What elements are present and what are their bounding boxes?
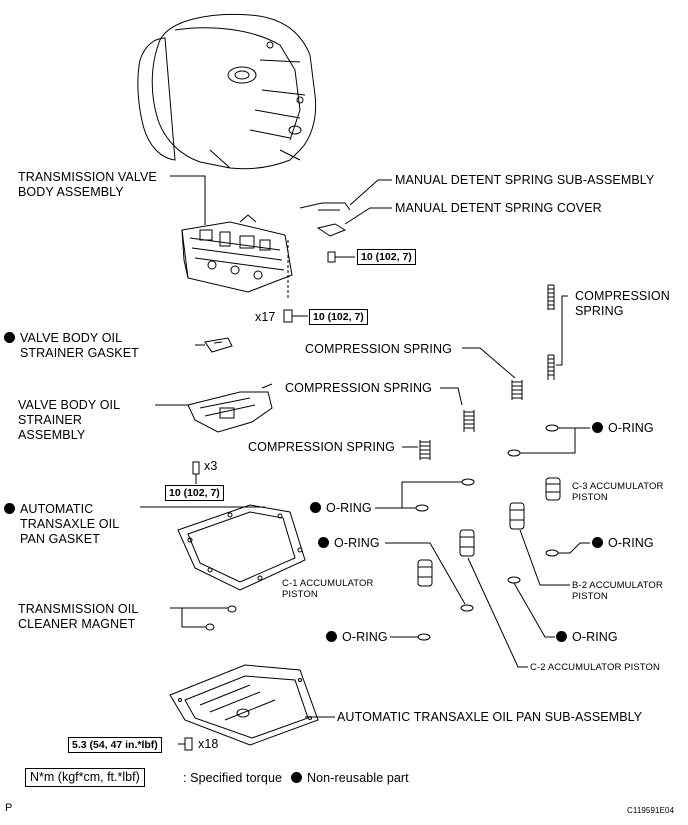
nonreusable-dot-icon (326, 631, 337, 642)
torque-detent-bolt: 10 (102, 7) (357, 249, 416, 265)
detent-spring-drawing (299, 202, 351, 211)
c3-piston-drawing (545, 477, 561, 501)
label-valve-body: TRANSMISSION VALVE BODY ASSEMBLY (18, 170, 157, 199)
oring-right-mid-drawing (545, 549, 559, 557)
leader-oring-mid-1 (375, 481, 462, 509)
nonreusable-dot-icon (4, 332, 15, 343)
leader-cleaner-magnet (170, 607, 228, 628)
nonreusable-dot-icon (310, 502, 321, 513)
leader-oring-right-low (513, 582, 555, 638)
label-compression-spring-2: COMPRESSION SPRING (285, 381, 432, 395)
legend-nonreusable-text: Non-reusable part (307, 771, 409, 785)
nonreusable-marker-oring-mid-2: O-RING (318, 536, 380, 551)
leader-c2-piston (467, 557, 528, 668)
label-strainer-assembly: VALVE BODY OIL STRAINER ASSEMBLY (18, 398, 121, 442)
footer-left-code: P (5, 802, 13, 814)
label-oring-mid-1: O-RING (326, 501, 372, 515)
oring-mid-1-drawing (415, 478, 475, 512)
leader-compression-spring-right (556, 295, 568, 366)
compression-spring-1-drawing (511, 380, 523, 400)
leader-oring-right-top (520, 427, 590, 454)
legend-torque-text: : Specified torque (183, 771, 283, 785)
torque-strainer-bolt: 10 (102, 7) (165, 485, 224, 501)
nonreusable-marker-strainer-gasket: VALVE BODY OIL STRAINER GASKET (4, 331, 139, 361)
nonreusable-dot-icon (592, 422, 603, 433)
nonreusable-marker-oring-mid-1: O-RING (310, 501, 372, 516)
label-strainer-gasket-text: VALVE BODY OIL STRAINER GASKET (20, 331, 139, 360)
leader-detent-cover (344, 207, 392, 225)
nonreusable-marker-oring-right-low: O-RING (556, 630, 618, 645)
detent-bolt-drawing (327, 251, 355, 263)
label-pan-gasket-text: AUTOMATIC TRANSAXLE OIL PAN GASKET (20, 502, 120, 546)
label-oring-low: O-RING (342, 630, 388, 644)
leader-oring-mid-2 (385, 542, 466, 605)
compression-spring-2-drawing (463, 410, 475, 432)
nonreusable-dot-icon (4, 503, 15, 514)
nonreusable-marker-oring-low: O-RING (326, 630, 388, 645)
leader-compression-spring-2 (440, 387, 463, 406)
oil-pan-drawing (169, 664, 319, 746)
leader-oring-right-mid (558, 542, 590, 554)
label-cleaner-magnet: TRANSMISSION OIL CLEANER MAGNET (18, 602, 139, 631)
label-b2-piston: B-2 ACCUMULATOR PISTON (572, 580, 663, 602)
transmission-case-drawing (137, 13, 317, 170)
label-detent-spring: MANUAL DETENT SPRING SUB-ASSEMBLY (395, 173, 655, 187)
qty-valve-body-bolts: x17 (255, 310, 276, 324)
label-oring-mid-2: O-RING (334, 536, 380, 550)
label-oring-right-mid: O-RING (608, 536, 654, 550)
cleaner-magnet-drawing (205, 605, 237, 631)
c1-piston-drawing (417, 559, 433, 587)
detent-cover-drawing (316, 223, 347, 237)
qty-strainer-bolts: x3 (204, 459, 218, 473)
nonreusable-dot-icon (592, 537, 603, 548)
label-c3-piston: C-3 ACCUMULATOR PISTON (572, 481, 664, 503)
legend-nonreusable: Non-reusable part (291, 771, 409, 786)
valve-body-drawing (181, 214, 293, 300)
strainer-assembly-drawing (187, 383, 273, 433)
oring-right-top-drawing (507, 424, 559, 457)
torque-pan-bolt: 5.3 (54, 47 in.*lbf) (68, 737, 162, 753)
leader-compression-spring-1 (462, 347, 516, 379)
oring-mid-2-drawing (460, 604, 474, 612)
c2-piston-drawing (459, 529, 475, 557)
label-oring-right-low: O-RING (572, 630, 618, 644)
oring-right-low-drawing (507, 576, 521, 584)
footer-right-code: C119591E04 (627, 806, 675, 815)
nonreusable-marker-oring-right-top: O-RING (592, 421, 654, 436)
legend-torque-unit: N*m (kgf*cm, ft.*lbf) (25, 768, 145, 787)
qty-pan-bolts: x18 (198, 737, 219, 751)
compression-spring-3-drawing (419, 440, 431, 460)
nonreusable-marker-pan-gasket: AUTOMATIC TRANSAXLE OIL PAN GASKET (4, 502, 119, 547)
nonreusable-dot-icon (291, 772, 302, 783)
label-compression-spring-3: COMPRESSION SPRING (248, 440, 395, 454)
label-c1-piston: C-1 ACCUMULATOR PISTON (282, 578, 374, 600)
label-detent-cover: MANUAL DETENT SPRING COVER (395, 201, 602, 215)
label-c2-piston: C-2 ACCUMULATOR PISTON (530, 662, 660, 673)
strainer-gasket-drawing (204, 337, 233, 353)
torque-valve-body-bolt: 10 (102, 7) (309, 309, 368, 325)
leader-b2-piston (519, 529, 570, 586)
nonreusable-dot-icon (318, 537, 329, 548)
leader-detent-spring (349, 179, 392, 206)
valve-body-bolt-drawing (283, 309, 308, 323)
label-oring-right-top: O-RING (608, 421, 654, 435)
nonreusable-dot-icon (556, 631, 567, 642)
label-compression-spring-1: COMPRESSION SPRING (305, 342, 452, 356)
nonreusable-marker-oring-right-mid: O-RING (592, 536, 654, 551)
pan-bolt-drawing (178, 737, 193, 751)
label-compression-spring-right: COMPRESSION SPRING (575, 289, 670, 318)
compression-spring-right-drawing (547, 284, 555, 380)
leader-valve-body (170, 175, 206, 225)
label-oil-pan: AUTOMATIC TRANSAXLE OIL PAN SUB-ASSEMBLY (337, 710, 643, 724)
pan-gasket-drawing (177, 504, 306, 591)
b2-piston-drawing (509, 502, 525, 530)
strainer-bolt-drawing (192, 461, 200, 484)
oring-low-drawing (417, 633, 431, 641)
